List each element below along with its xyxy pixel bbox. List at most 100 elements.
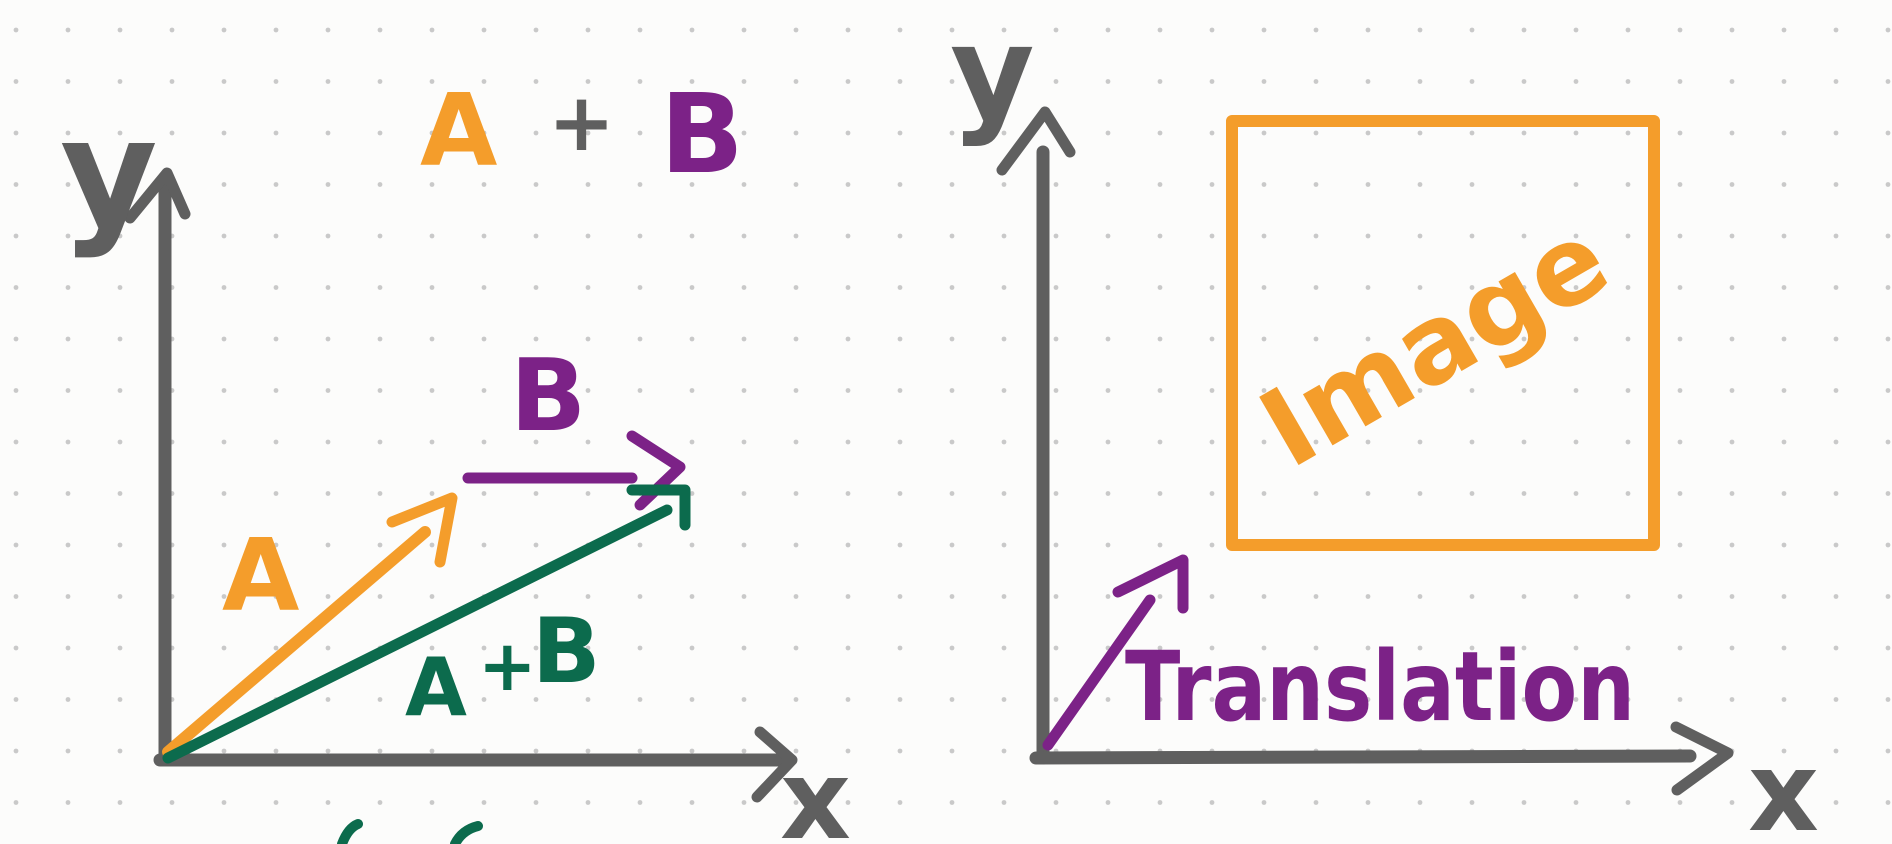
left-y-axis-label: y bbox=[60, 87, 158, 261]
grid-dot bbox=[1209, 439, 1215, 445]
grid-dot bbox=[1573, 594, 1579, 599]
grid-dot bbox=[325, 27, 331, 33]
grid-dot bbox=[845, 233, 851, 239]
grid-dot bbox=[897, 336, 903, 342]
grid-dot bbox=[637, 285, 643, 290]
grid-dot bbox=[741, 336, 747, 342]
grid-dot bbox=[897, 645, 903, 651]
grid-dot bbox=[741, 542, 747, 548]
grid-dot bbox=[1053, 336, 1059, 342]
grid-dot bbox=[325, 388, 331, 393]
grid-dot bbox=[429, 130, 435, 136]
heading-b: B bbox=[660, 70, 744, 198]
grid-dot bbox=[793, 233, 799, 239]
grid-dot bbox=[1313, 594, 1319, 599]
grid-dot bbox=[481, 130, 487, 136]
grid-dot bbox=[1729, 594, 1735, 599]
grid-dot bbox=[169, 130, 175, 136]
grid-dot bbox=[533, 748, 539, 754]
grid-dot bbox=[793, 697, 799, 702]
grid-dot bbox=[1781, 233, 1787, 239]
grid-dot bbox=[429, 27, 435, 33]
grid-dot bbox=[1521, 182, 1527, 187]
grid-dot bbox=[117, 645, 123, 651]
grid-dot bbox=[1677, 491, 1683, 496]
grid-dot bbox=[1365, 233, 1371, 239]
grid-dot bbox=[1053, 645, 1059, 651]
grid-dot bbox=[845, 697, 851, 702]
grid-dot bbox=[1625, 800, 1631, 805]
grid-dot bbox=[1677, 336, 1683, 342]
translation-diagram: y x Image Translation bbox=[950, 0, 1819, 844]
grid-dot bbox=[1157, 27, 1163, 33]
grid-dot bbox=[897, 748, 903, 754]
grid-dot bbox=[1365, 336, 1371, 342]
grid-dot bbox=[1001, 800, 1007, 805]
grid-dot bbox=[689, 285, 695, 290]
grid-dot bbox=[1105, 79, 1111, 84]
grid-dot bbox=[1833, 491, 1839, 496]
grid-dot bbox=[1313, 233, 1319, 239]
grid-dot bbox=[65, 388, 71, 393]
grid-dot bbox=[65, 542, 71, 548]
grid-dot bbox=[481, 491, 487, 496]
grid-dot bbox=[1729, 233, 1735, 239]
grid-dot bbox=[1469, 79, 1475, 84]
grid-dot bbox=[897, 439, 903, 445]
grid-dot bbox=[1105, 285, 1111, 290]
grid-dot bbox=[1313, 79, 1319, 84]
grid-dot bbox=[845, 800, 851, 805]
grid-dot bbox=[637, 594, 643, 599]
grid-dot bbox=[1885, 645, 1891, 651]
grid-dot bbox=[429, 800, 435, 805]
grid-dot bbox=[1157, 491, 1163, 496]
grid-dot bbox=[1677, 542, 1683, 548]
grid-dot bbox=[1573, 491, 1579, 496]
grid-dot bbox=[949, 594, 955, 599]
grid-dot bbox=[429, 645, 435, 651]
grid-dot bbox=[1625, 697, 1631, 702]
grid-dot bbox=[1209, 800, 1215, 805]
grid-dot bbox=[949, 182, 955, 187]
grid-dot bbox=[1053, 285, 1059, 290]
grid-dot bbox=[1781, 285, 1787, 290]
heading-plus: + bbox=[548, 76, 615, 169]
grid-dot bbox=[1157, 594, 1163, 599]
grid-dot bbox=[1781, 542, 1787, 548]
grid-dot bbox=[1521, 800, 1527, 805]
grid-dot bbox=[741, 491, 747, 496]
grid-dot bbox=[13, 748, 19, 754]
grid-dot bbox=[1833, 27, 1839, 33]
grid-dot bbox=[481, 645, 487, 651]
grid-dot bbox=[1573, 800, 1579, 805]
grid-dot bbox=[377, 130, 383, 136]
grid-dot bbox=[1313, 285, 1319, 290]
grid-dot bbox=[1573, 388, 1579, 393]
grid-dot bbox=[1833, 800, 1839, 805]
grid-dot bbox=[1313, 439, 1319, 445]
grid-dot bbox=[325, 130, 331, 136]
grid-dot bbox=[689, 645, 695, 651]
grid-dot bbox=[1729, 645, 1735, 651]
grid-dot bbox=[793, 182, 799, 187]
grid-dot bbox=[533, 645, 539, 651]
grid-dot bbox=[949, 748, 955, 754]
vector-a-arrow bbox=[162, 526, 431, 758]
resultant-vector-arrow bbox=[162, 504, 673, 764]
grid-dot bbox=[377, 285, 383, 290]
grid-dot bbox=[377, 439, 383, 445]
grid-dot bbox=[273, 800, 279, 805]
grid-dot bbox=[1885, 130, 1891, 136]
grid-dot bbox=[1625, 233, 1631, 239]
grid-dot bbox=[377, 336, 383, 342]
grid-dot bbox=[741, 79, 747, 84]
grid-dot bbox=[1469, 800, 1475, 805]
grid-dot bbox=[1417, 233, 1423, 239]
grid-dot bbox=[377, 800, 383, 805]
grid-dot bbox=[1833, 130, 1839, 136]
grid-dot bbox=[481, 27, 487, 33]
vector-a-label: A bbox=[222, 517, 299, 634]
grid-dot bbox=[1365, 388, 1371, 393]
grid-dot bbox=[637, 800, 643, 805]
grid-dot bbox=[377, 491, 383, 496]
